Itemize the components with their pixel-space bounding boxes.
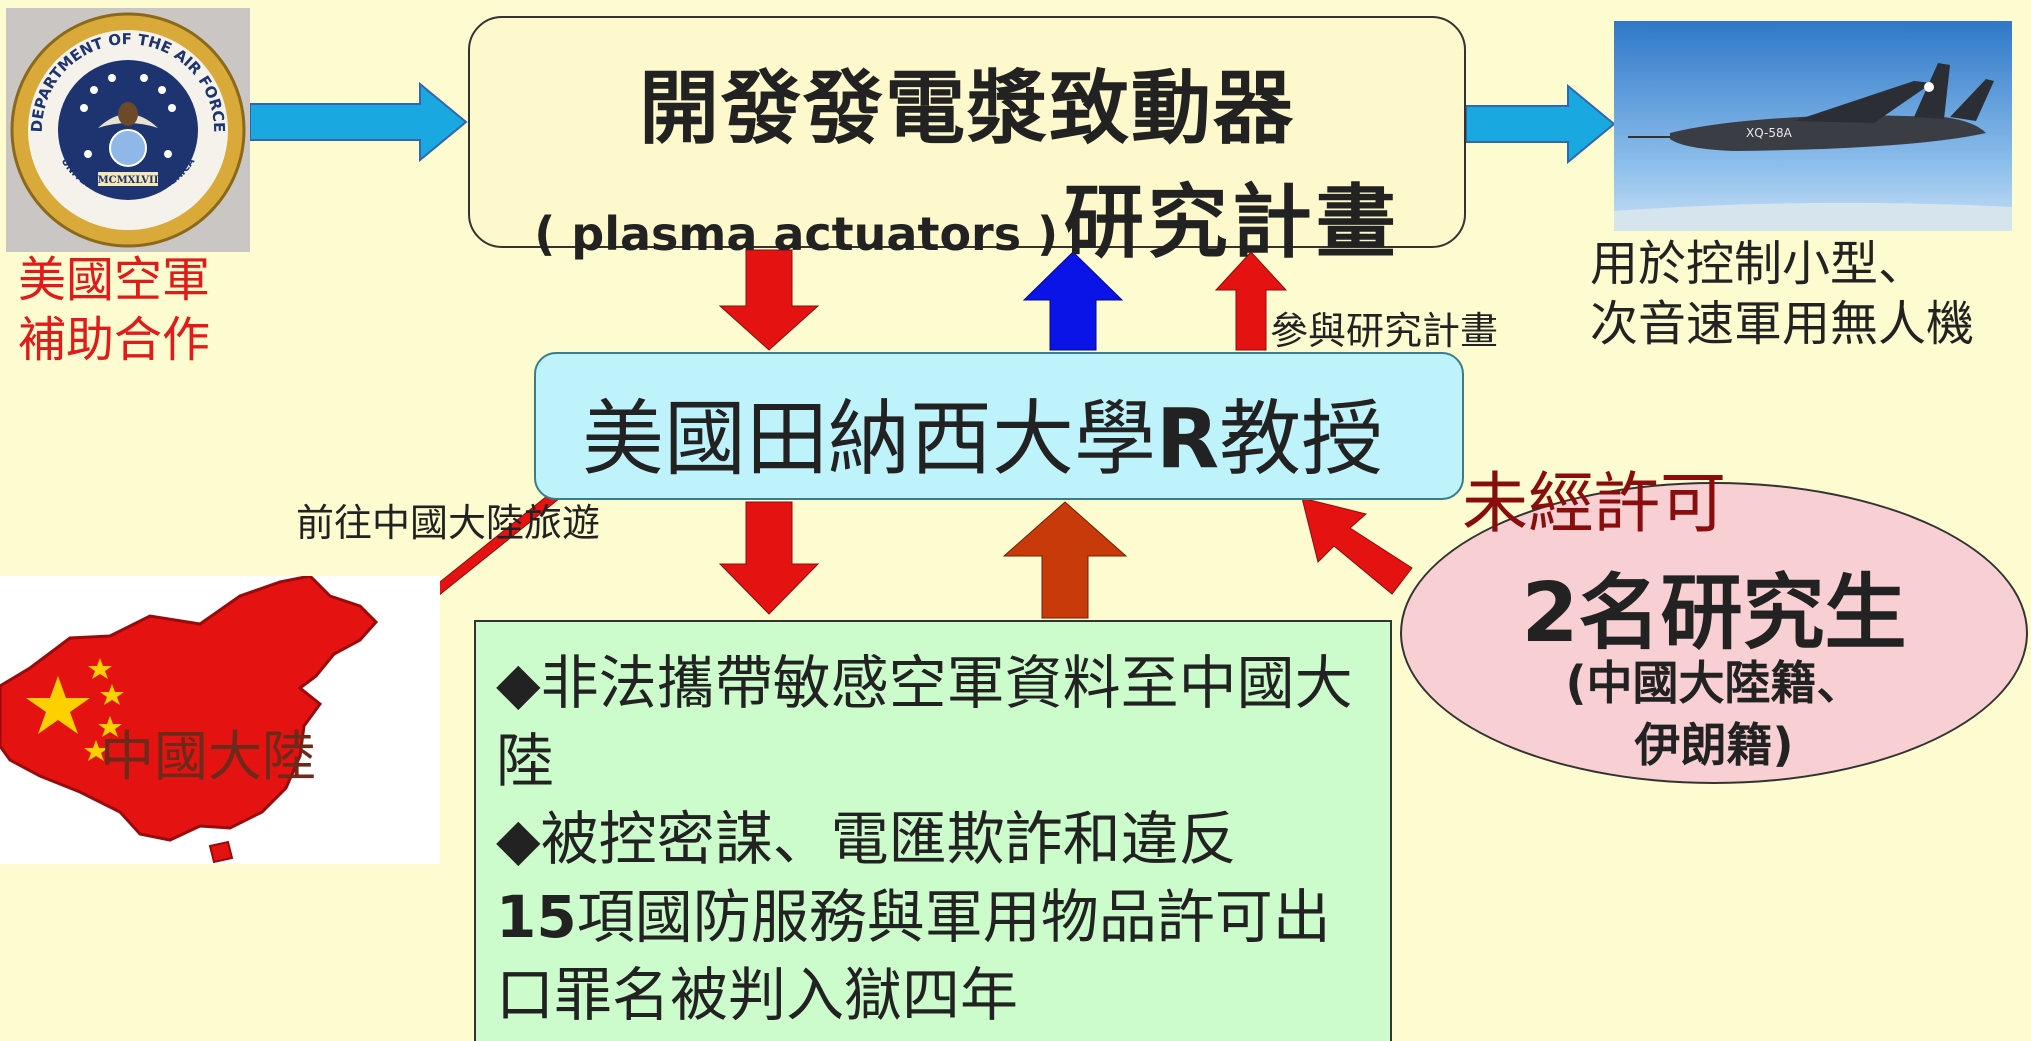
drone-caption-line2: 次音速軍用無人機 — [1590, 296, 1975, 352]
students-nationality-line2: 伊朗籍) — [1634, 718, 1794, 772]
drone-image: XQ-58A — [1614, 21, 2012, 231]
arrow-professor-to-project — [1022, 251, 1124, 351]
arrow-professor-to-charges — [718, 501, 820, 615]
arrow-project-to-drone — [1465, 83, 1616, 165]
professor-suffix: 教授 — [1219, 392, 1384, 487]
students-nationality-line1: (中國大陸籍、 — [1565, 656, 1863, 710]
arrow-charges-to-professor — [1002, 501, 1128, 619]
students-nationality: (中國大陸籍、 伊朗籍) — [1402, 652, 2026, 776]
project-subtitle: ( plasma actuators ) 研究計畫 — [470, 158, 1464, 274]
project-title: 開發發電漿致動器 — [639, 62, 1295, 155]
air-force-seal-image: DEPARTMENT OF THE AIR FORCE UNITED STATE… — [6, 8, 250, 252]
professor-box: 美國田納西大學R教授 — [534, 352, 1464, 500]
china-map-image — [0, 574, 440, 864]
drone-caption-line1: 用於控制小型、 — [1590, 236, 1927, 292]
arrow-project-to-professor — [718, 249, 820, 351]
seal-year-text: MCMXLVII — [98, 175, 159, 186]
drone-marking: XQ-58A — [1746, 126, 1793, 140]
air-force-line1: 美國空軍 — [18, 252, 211, 308]
students-count: 2名研究生 — [1521, 566, 1907, 661]
students-ellipse: 2名研究生 (中國大陸籍、 伊朗籍) — [1400, 482, 2028, 784]
project-box: 開發發電漿致動器 ( plasma actuators ) 研究計畫 — [468, 16, 1466, 269]
arrow-seal-to-project — [249, 81, 468, 163]
arrow-students-to-professor — [1301, 497, 1413, 595]
drone-caption: 用於控制小型、 次音速軍用無人機 — [1590, 234, 1974, 354]
charge-count: 15 — [496, 883, 577, 951]
arrow-join-project — [1214, 251, 1288, 351]
charges-box: ◆非法攜帶敏感空軍資料至中國大陸 ◆被控密謀、電匯欺詐和違反 15項國防服務與軍… — [474, 620, 1392, 1041]
project-plan: 研究計畫 — [1063, 176, 1400, 269]
travel-label: 前往中國大陸旅遊 — [296, 501, 601, 545]
charge-sentence: 15項國防服務與軍用物品許可出口罪名被判入獄四年 — [496, 878, 1376, 1034]
china-label: 中國大陸 — [100, 725, 316, 788]
charge-conspiracy: ◆被控密謀、電匯欺詐和違反 — [496, 805, 1237, 873]
professor-prefix: 美國田納西大學 — [582, 392, 1157, 487]
project-english: ( plasma actuators ) — [534, 207, 1059, 261]
charge-smuggling: ◆非法攜帶敏感空軍資料至中國大陸 — [496, 649, 1353, 795]
join-project-label: 參與研究計畫 — [1270, 309, 1499, 353]
charge-sentence-text: 項國防服務與軍用物品許可出口罪名被判入獄四年 — [496, 883, 1331, 1029]
charges-text: ◆非法攜帶敏感空軍資料至中國大陸 ◆被控密謀、電匯欺詐和違反 15項國防服務與軍… — [496, 644, 1376, 1034]
air-force-line2: 補助合作 — [18, 312, 211, 368]
air-force-label: 美國空軍 補助合作 — [18, 250, 210, 370]
professor-letter: R — [1156, 392, 1220, 487]
unauthorized-label: 未經許可 — [1462, 465, 1726, 542]
professor-label: 美國田納西大學R教授 — [582, 372, 1383, 491]
